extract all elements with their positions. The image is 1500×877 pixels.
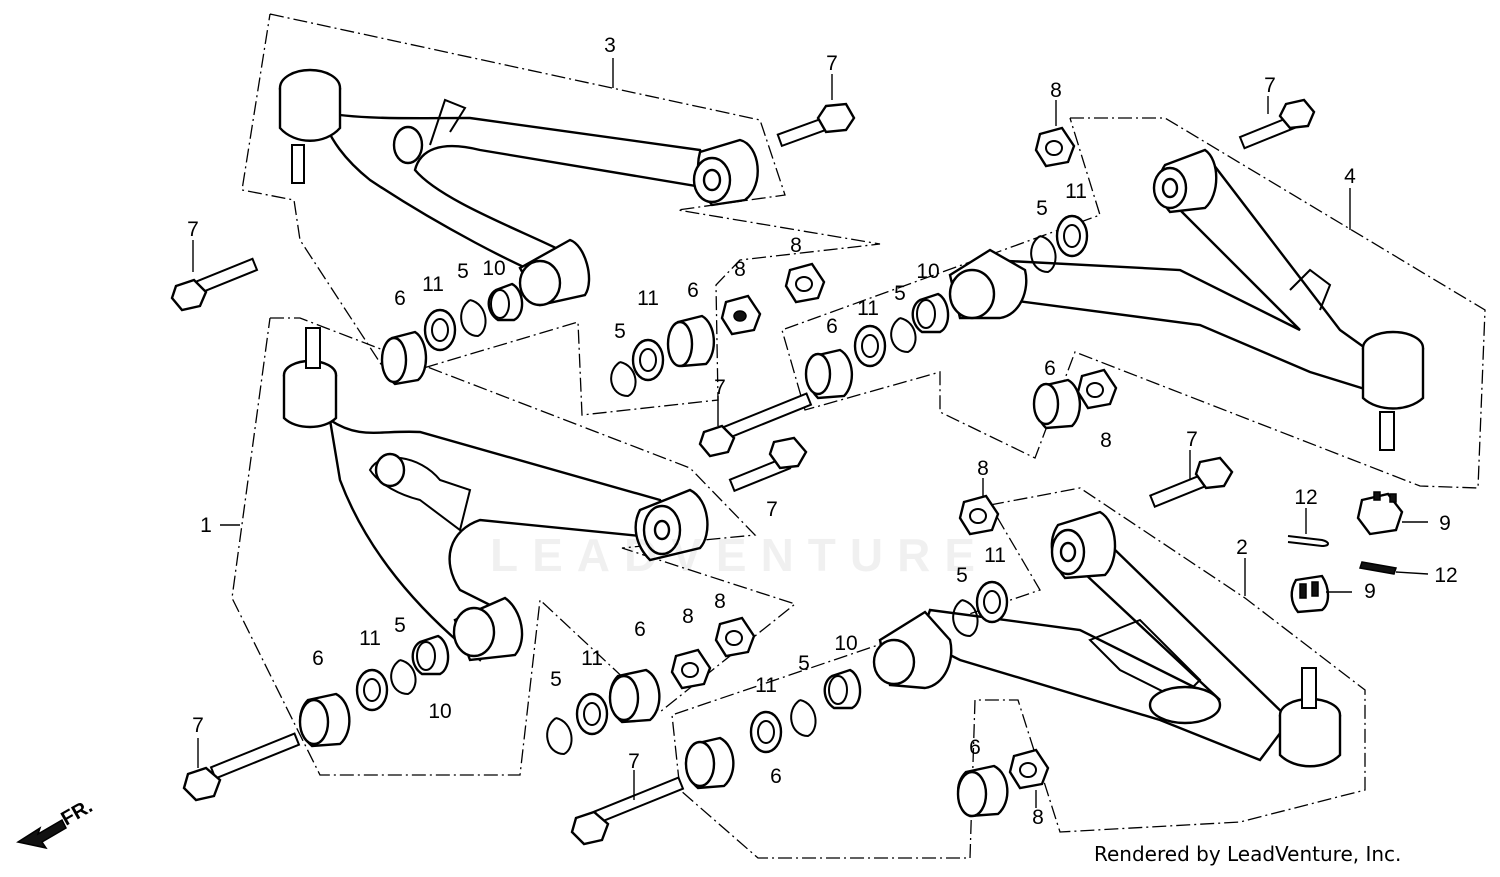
- callout-6: 6: [826, 315, 838, 338]
- callout-11: 11: [984, 544, 1006, 567]
- cotter-pin-12-parts: [1287, 535, 1397, 575]
- callout-12: 12: [1294, 486, 1317, 509]
- callout-labels: 3 7 8 7 4 11 5 7 8 10 8 11 5 10 6 11 6 5…: [187, 34, 1458, 829]
- callout-6: 6: [394, 287, 406, 310]
- callout-7: 7: [766, 498, 778, 521]
- group-outline-arm-1: [231, 317, 797, 776]
- callout-9: 9: [1364, 580, 1376, 603]
- bolt-7-g: [182, 732, 301, 802]
- a-arm-1: [282, 327, 709, 662]
- callout-10: 10: [834, 632, 857, 655]
- leader-lines: [192, 58, 1429, 808]
- callout-8: 8: [1050, 79, 1062, 102]
- a-arm-4: [948, 148, 1425, 451]
- callout-5: 5: [394, 614, 406, 637]
- nut-8-parts: [670, 126, 1118, 790]
- callout-6: 6: [1044, 357, 1056, 380]
- a-arm-2: [872, 510, 1342, 768]
- callout-8: 8: [734, 258, 746, 281]
- callout-10: 10: [916, 260, 939, 283]
- callout-10: 10: [428, 700, 451, 723]
- seal-10-parts: [411, 282, 950, 710]
- render-credit: Rendered by LeadVenture, Inc.: [1094, 842, 1402, 866]
- bolt-7-d: [698, 392, 813, 458]
- callout-5: 5: [894, 282, 906, 305]
- front-direction-arrow: FR.: [16, 795, 96, 850]
- callout-8: 8: [682, 605, 694, 628]
- watermark: LEADVENTURE: [490, 529, 990, 581]
- callout-7: 7: [826, 52, 838, 75]
- callout-6: 6: [312, 647, 324, 670]
- group-outline-arm-3: [241, 13, 881, 416]
- callout-6: 6: [687, 279, 699, 302]
- callout-5: 5: [614, 320, 626, 343]
- callout-6: 6: [969, 736, 981, 759]
- callout-7: 7: [187, 218, 199, 241]
- callout-11: 11: [857, 297, 879, 320]
- callout-2: 2: [1236, 536, 1248, 559]
- callout-11: 11: [581, 647, 603, 670]
- callout-10: 10: [482, 257, 505, 280]
- castle-nut-9-parts: [1290, 491, 1404, 614]
- callout-8: 8: [977, 457, 989, 480]
- bolt-7-b: [170, 257, 259, 312]
- callout-7: 7: [192, 714, 204, 737]
- callout-1: 1: [200, 514, 212, 537]
- callout-11: 11: [359, 627, 381, 650]
- callout-5: 5: [956, 564, 968, 587]
- callout-7: 7: [714, 376, 726, 399]
- bolt-7-h: [570, 776, 685, 846]
- callout-5: 5: [550, 668, 562, 691]
- callout-3: 3: [604, 34, 616, 57]
- callout-7: 7: [1264, 74, 1276, 97]
- group-outline-arm-4: [781, 117, 1486, 489]
- callout-11: 11: [422, 273, 444, 296]
- callout-7: 7: [628, 750, 640, 773]
- collar-6-parts: [298, 314, 1081, 818]
- callout-8: 8: [790, 234, 802, 257]
- callout-5: 5: [457, 260, 469, 283]
- callout-8: 8: [1100, 429, 1112, 452]
- bolt-7-a: [776, 102, 856, 148]
- bolt-7-e: [728, 436, 808, 493]
- callout-5: 5: [1036, 197, 1048, 220]
- snap-ring-5-parts: [390, 235, 1057, 756]
- callout-11: 11: [1065, 180, 1087, 203]
- group-outline-arm-2: [671, 487, 1366, 859]
- callout-6: 6: [634, 618, 646, 641]
- callout-11: 11: [755, 674, 777, 697]
- bolt-7-f: [1148, 456, 1234, 508]
- bearing-11-parts: [355, 214, 1089, 754]
- callout-12: 12: [1434, 564, 1457, 587]
- callout-8: 8: [714, 590, 726, 613]
- callout-4: 4: [1344, 165, 1356, 188]
- callout-7: 7: [1186, 428, 1198, 451]
- callout-11: 11: [637, 287, 659, 310]
- callout-6: 6: [770, 765, 782, 788]
- a-arm-3: [278, 68, 759, 307]
- callout-8: 8: [1032, 806, 1044, 829]
- callout-9: 9: [1439, 512, 1451, 535]
- callout-5: 5: [798, 652, 810, 675]
- bolt-7-c: [1238, 98, 1316, 150]
